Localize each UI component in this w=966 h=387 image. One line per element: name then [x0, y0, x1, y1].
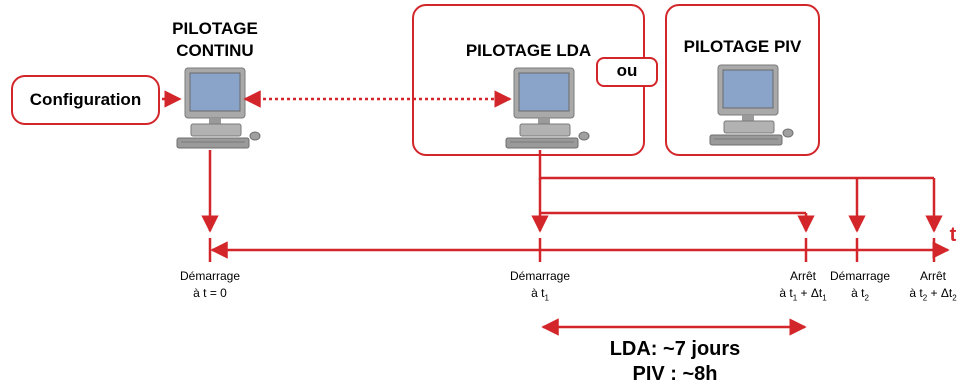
pilotage-piv-label: PILOTAGE PIV [683, 37, 802, 56]
axis-t-label: t [949, 224, 957, 246]
duration-lda-label: LDA: ~7 jours [609, 338, 741, 360]
event-stop-1: Arrêt à t1 + Δt1 [779, 269, 827, 303]
event-start-2: Démarrage à t2 [830, 269, 891, 303]
duration-piv-label: PIV : ~8h [632, 363, 718, 385]
pilotage-continu-label: PILOTAGE CONTINU [172, 19, 258, 60]
computer-icon-piv [709, 64, 794, 146]
computer-icon-lda [505, 67, 590, 149]
configuration-box [11, 75, 160, 125]
pilotage-lda-label: PILOTAGE LDA [465, 41, 592, 60]
event-start-1: Démarrage à t1 [509, 269, 571, 303]
computer-icon-continu [176, 67, 261, 149]
timeline-ticks [208, 238, 936, 262]
event-start-0: Démarrage à t = 0 [179, 269, 241, 300]
lda-connectors [538, 150, 934, 215]
ou-label: ou [616, 61, 638, 80]
configuration-label: Configuration [29, 90, 142, 109]
ou-box [596, 57, 658, 87]
event-stop-2: Arrêt à t2 + Δt2 [909, 269, 957, 303]
